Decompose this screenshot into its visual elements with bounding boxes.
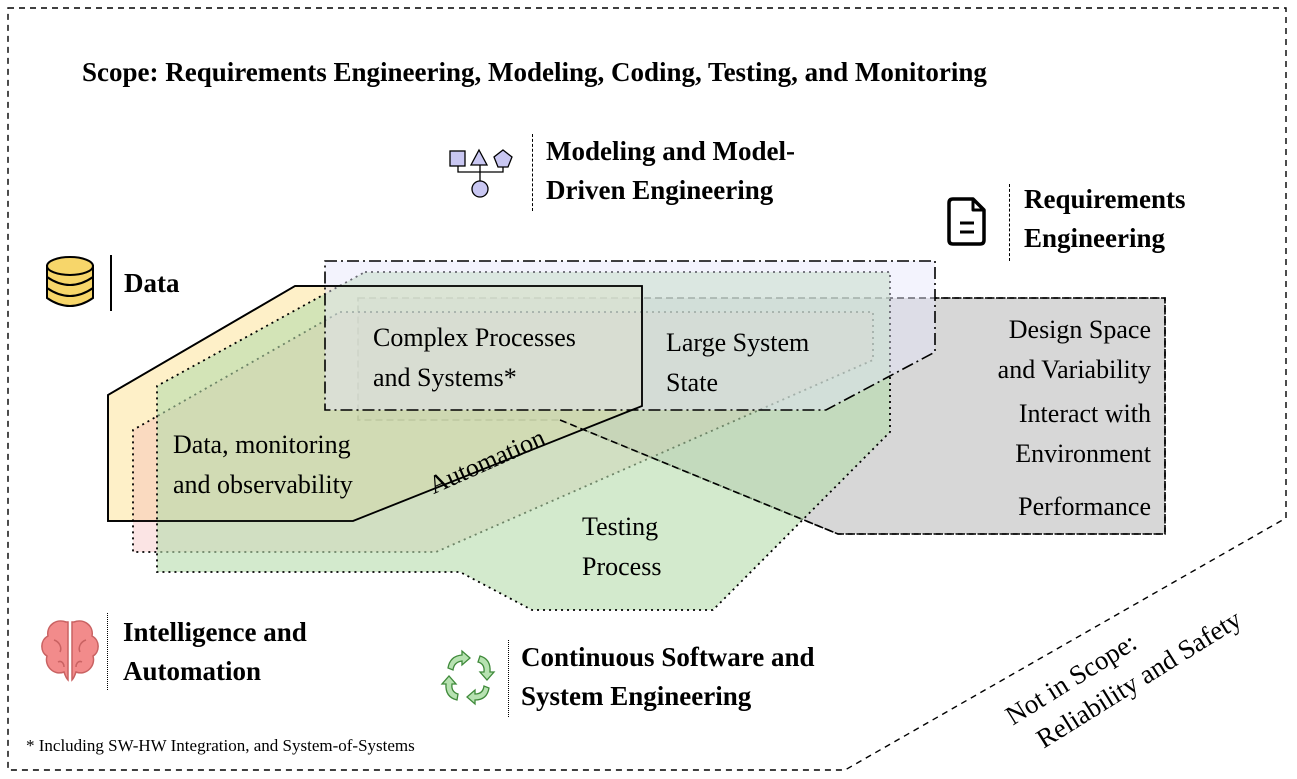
performance-label: Performance bbox=[1018, 492, 1151, 521]
document-icon bbox=[947, 197, 986, 246]
intelligence-separator bbox=[107, 613, 108, 690]
footnote: * Including SW-HW Integration, and Syste… bbox=[26, 736, 415, 755]
database-icon bbox=[46, 256, 94, 307]
modeling-label-line2: Driven Engineering bbox=[546, 175, 774, 205]
continuous-label-line1: Continuous Software and bbox=[521, 642, 815, 672]
intelligence-label-line2: Automation bbox=[123, 656, 262, 686]
cycle-arrows-icon bbox=[440, 649, 496, 706]
modeling-separator bbox=[532, 134, 533, 211]
data-separator bbox=[110, 255, 112, 311]
brain-icon bbox=[41, 620, 99, 682]
modeling-region bbox=[324, 260, 936, 411]
data-label: Data bbox=[124, 268, 180, 298]
requirements-label-line2: Engineering bbox=[1024, 223, 1166, 253]
scope-title: Scope: Requirements Engineering, Modelin… bbox=[82, 57, 987, 87]
design-space-line2: and Variability bbox=[997, 355, 1151, 384]
requirements-separator bbox=[1009, 184, 1010, 261]
modeling-label-line1: Modeling and Model- bbox=[546, 136, 796, 166]
flow-shapes-icon bbox=[449, 148, 513, 198]
data-region-outline bbox=[107, 285, 643, 522]
complex-processes-line2: and Systems* bbox=[373, 363, 517, 392]
intelligence-label-line1: Intelligence and bbox=[123, 617, 307, 647]
requirements-label-line1: Requirements bbox=[1024, 184, 1186, 214]
data-monitoring-line2: and observability bbox=[173, 470, 353, 499]
requirements-region-outline bbox=[559, 297, 1166, 535]
large-system-state-line1: Large System bbox=[666, 328, 810, 357]
testing-process-line1: Testing bbox=[582, 512, 659, 541]
design-space-line1: Design Space bbox=[1008, 315, 1151, 344]
testing-region bbox=[156, 271, 891, 611]
scope-boundary bbox=[7, 7, 1287, 771]
large-system-state-line2: State bbox=[666, 368, 718, 397]
continuous-label-line2: System Engineering bbox=[521, 681, 752, 711]
testing-process-line2: Process bbox=[582, 552, 662, 581]
interact-environment-line2: Environment bbox=[1015, 439, 1151, 468]
continuous-separator bbox=[508, 640, 509, 717]
complex-processes-line1: Complex Processes bbox=[373, 323, 576, 352]
interact-environment-line1: Interact with bbox=[1018, 399, 1151, 428]
data-monitoring-line1: Data, monitoring bbox=[173, 430, 351, 459]
